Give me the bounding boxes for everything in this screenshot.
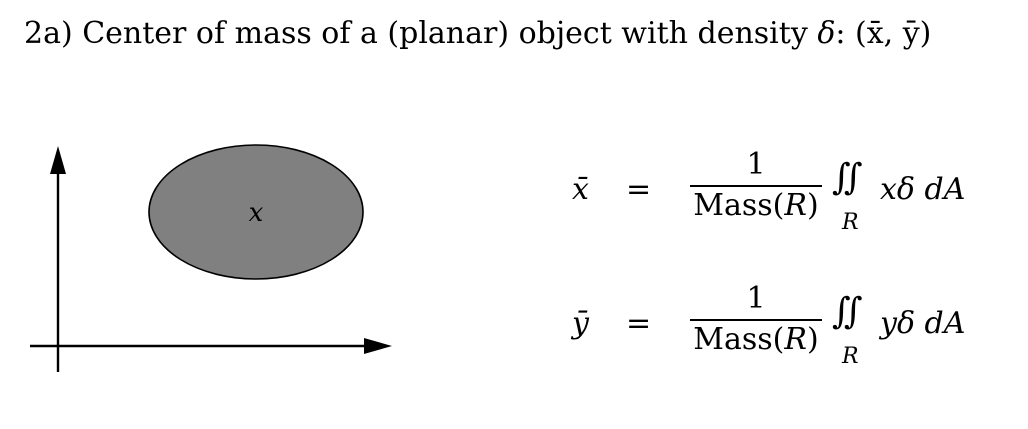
denominator: Mass(R) xyxy=(690,321,822,358)
mass-text: Mass( xyxy=(693,321,785,357)
close-paren: ) xyxy=(806,321,819,357)
numerator: 1 xyxy=(746,147,766,182)
double-integral-sign: ∬ xyxy=(832,157,863,198)
density-symbol: δ xyxy=(817,16,836,51)
integrand: yδ dA xyxy=(880,306,966,341)
x-bar-equation: x̄ = 1 Mass(R) ∬ R xδ dA xyxy=(560,147,1020,248)
region-diagram: x xyxy=(30,144,392,372)
fraction: 1 Mass(R) xyxy=(690,147,822,224)
y-bar-symbol: ȳ xyxy=(572,306,589,341)
title-colon: : xyxy=(835,16,846,51)
double-integral-sign: ∬ xyxy=(832,291,863,332)
region-var: R xyxy=(784,187,807,223)
page-title: 2a) Center of mass of a (planar) object … xyxy=(24,16,931,52)
equals-sign: = xyxy=(626,306,652,341)
integrand: xδ dA xyxy=(880,172,966,207)
denominator: Mass(R) xyxy=(690,187,822,224)
close-paren: ) xyxy=(806,187,819,223)
integral-region-subscript: R xyxy=(842,344,859,369)
region-ellipse xyxy=(148,144,364,280)
center-coordinates: (x̄, ȳ) xyxy=(855,16,932,51)
y-bar-equation: ȳ = 1 Mass(R) ∬ R yδ dA xyxy=(560,281,1020,382)
region-label: x xyxy=(249,198,264,228)
x-axis-arrow xyxy=(364,338,392,354)
fraction-bar xyxy=(690,318,822,321)
mass-text: Mass( xyxy=(693,187,785,223)
integral-region-subscript: R xyxy=(842,210,859,235)
numerator: 1 xyxy=(746,281,766,316)
region-var: R xyxy=(784,321,807,357)
title-text: 2a) Center of mass of a (planar) object … xyxy=(24,16,818,51)
fraction-bar xyxy=(690,184,822,187)
y-axis-arrow xyxy=(50,146,66,174)
x-bar-symbol: x̄ xyxy=(572,172,589,207)
fraction: 1 Mass(R) xyxy=(690,281,822,358)
equals-sign: = xyxy=(626,172,652,207)
